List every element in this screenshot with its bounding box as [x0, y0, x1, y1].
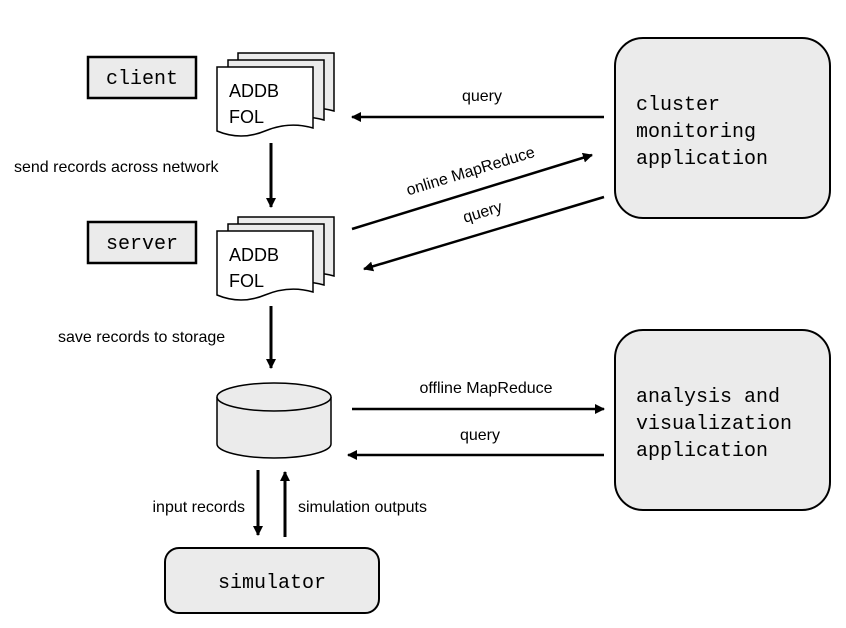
server-box: server	[86, 220, 198, 265]
analysis-app-line-1: analysis and	[636, 386, 780, 409]
cluster-monitoring-app-box: cluster monitoring application	[614, 37, 831, 219]
save-records-label: save records to storage	[58, 329, 225, 346]
cluster-app-line-1: cluster	[636, 94, 720, 117]
analysis-app-line-2: visualization	[636, 413, 792, 436]
send-records-label: send records across network	[14, 159, 220, 176]
query-label-bottom: query	[460, 427, 500, 444]
query-label-top: query	[462, 88, 502, 105]
server-doc-line-2: FOL	[229, 271, 264, 291]
server-doc-line-1: ADDB	[229, 245, 279, 265]
server-document-stack: ADDB FOL	[216, 216, 335, 301]
cluster-app-line-3: application	[636, 148, 768, 171]
client-box: client	[86, 55, 198, 100]
client-document-stack: ADDB FOL	[216, 52, 335, 137]
storage-database	[216, 382, 332, 459]
simulator-label: simulator	[218, 572, 326, 595]
server-label: server	[106, 233, 178, 256]
query-arrow-diagonal	[363, 195, 605, 272]
client-doc-line-2: FOL	[229, 107, 264, 127]
analysis-app-box: analysis and visualization application	[614, 329, 831, 511]
online-mapreduce-label: online MapReduce	[404, 144, 537, 199]
client-label: client	[106, 68, 178, 91]
input-records-label: input records	[153, 499, 246, 516]
query-label-diagonal: query	[461, 199, 504, 227]
offline-mapreduce-label: offline MapReduce	[419, 380, 552, 397]
client-doc-line-1: ADDB	[229, 81, 279, 101]
simulation-outputs-label: simulation outputs	[298, 499, 427, 516]
simulator-box: simulator	[164, 547, 380, 614]
online-mapreduce-arrow	[351, 152, 593, 231]
analysis-app-line-3: application	[636, 440, 768, 463]
cluster-app-line-2: monitoring	[636, 121, 756, 144]
